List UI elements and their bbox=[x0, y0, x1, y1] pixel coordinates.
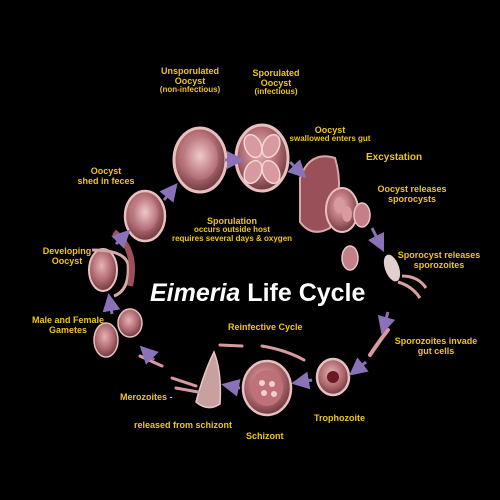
title-rest: Life Cycle bbox=[247, 279, 366, 307]
label-schizont: Schizont bbox=[246, 431, 284, 441]
label-oocyst-shed-in-feces: Oocyst shed in feces bbox=[77, 166, 135, 187]
developing-oocyst-stage bbox=[88, 229, 135, 298]
label-unsporulated-oocyst: Unsporulated Oocyst (non-infectious) bbox=[159, 66, 221, 95]
gut-oocyst-stage bbox=[299, 155, 371, 271]
cycle-arrows bbox=[102, 151, 396, 397]
label-oocyst-swallowed: Oocyst swallowed enters gut bbox=[289, 125, 371, 144]
arrow-sporulated-to-gut bbox=[287, 159, 307, 179]
reinfective-merozoites bbox=[218, 343, 306, 362]
arrow-trophozoite-to-schizont bbox=[291, 371, 313, 390]
sporocyst-sporozoites-stage bbox=[383, 254, 428, 299]
arrow-developing-to-shed bbox=[111, 229, 131, 249]
schizont-stage bbox=[241, 359, 293, 417]
label-male-female-gametes: Male and Female Gametes bbox=[31, 315, 105, 336]
label-excystation: Excystation bbox=[366, 152, 423, 163]
arrow-gametes-to-developing bbox=[102, 293, 121, 315]
arrow-invasion-to-trophozoite bbox=[348, 357, 369, 376]
label-released-from-schizont: released from schizont bbox=[134, 420, 233, 430]
label-sporocyst-releases-sporozoites: Sporocyst releases sporozoites bbox=[397, 250, 481, 271]
diagram-title: Eimeria Life Cycle bbox=[150, 279, 365, 308]
merozoites-stage bbox=[170, 350, 222, 409]
trophozoite-stage bbox=[315, 357, 351, 397]
shed-oocyst-stage bbox=[123, 189, 167, 243]
label-trophozoite: Trophozoite bbox=[314, 413, 365, 423]
arrow-schizont-to-merozoites bbox=[221, 378, 241, 397]
label-oocyst-releases-sporocysts: Oocyst releases sporocysts bbox=[377, 184, 447, 205]
arrow-shed-to-unsporulated bbox=[159, 182, 178, 203]
label-sporozoites-invade: Sporozoites invade gut cells bbox=[394, 336, 478, 357]
label-merozoites: Merozoites - bbox=[120, 392, 173, 402]
arrow-gut-to-sporocyst bbox=[367, 227, 385, 253]
arrow-merozoites-to-gametes bbox=[139, 345, 159, 365]
label-sporulation: Sporulation occurs outside host requires… bbox=[171, 216, 293, 244]
sporozoite-invading-stage bbox=[368, 328, 390, 357]
sporulated-oocyst-stage bbox=[234, 123, 290, 193]
unsporulated-oocyst-stage bbox=[172, 126, 228, 194]
label-reinfective-cycle: Reinfective Cycle bbox=[228, 322, 303, 332]
title-genus: Eimeria bbox=[150, 279, 241, 307]
arrow-sporocyst-to-invasion bbox=[377, 311, 396, 335]
label-developing-oocyst: Developing Oocyst bbox=[42, 246, 92, 267]
label-sporulated-oocyst: Sporulated Oocyst (infectious) bbox=[252, 68, 300, 97]
